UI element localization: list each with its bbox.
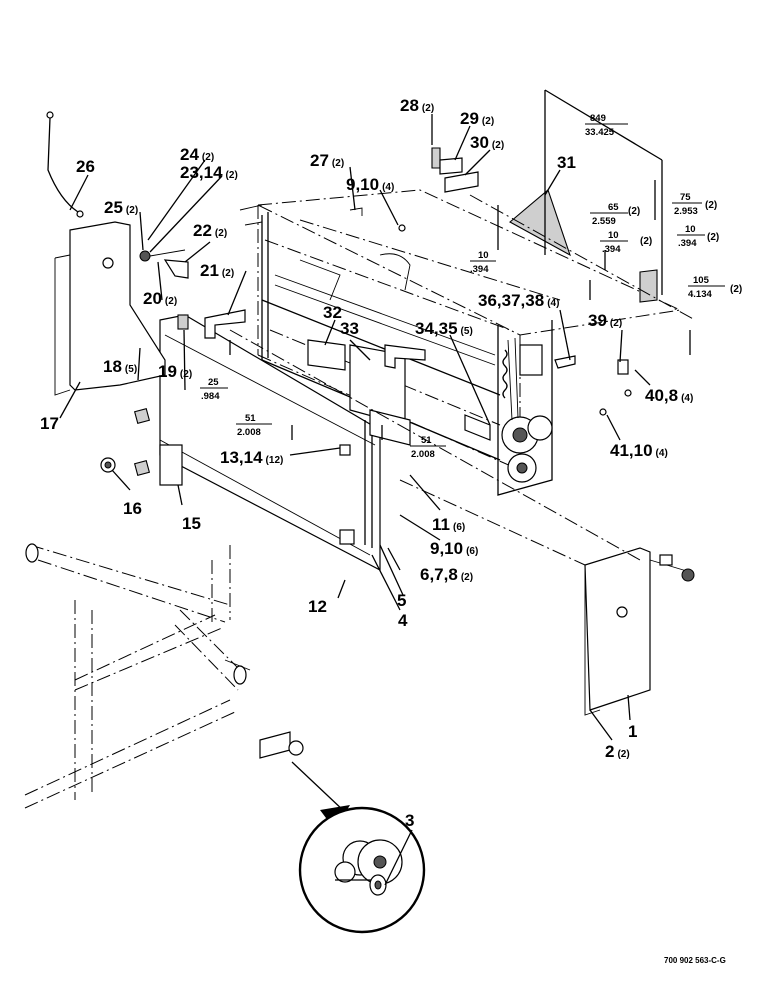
svg-text:25: 25 xyxy=(208,377,219,388)
svg-text:10: 10 xyxy=(608,230,619,241)
dim-25: 25 .984 xyxy=(200,377,228,402)
callout-32: 32 xyxy=(323,303,342,322)
dim-10-b: 10 .394 (2) xyxy=(677,224,719,249)
svg-text:2.953: 2.953 xyxy=(674,206,698,217)
svg-text:4.134: 4.134 xyxy=(688,289,712,300)
callout-40-8: 40,8(4) xyxy=(645,386,693,405)
svg-text:75: 75 xyxy=(680,192,691,203)
callout-6-7-8: 6,7,8(2) xyxy=(420,565,473,584)
callout-3: 3 xyxy=(405,811,414,830)
callout-30: 30(2) xyxy=(470,133,504,152)
callout-4: 4 xyxy=(398,611,408,630)
callout-21: 21(2) xyxy=(200,261,234,280)
detail-view xyxy=(259,731,426,934)
leader-lines xyxy=(59,114,696,886)
callout-24: 24(2) xyxy=(180,145,214,164)
callout-20: 20(2) xyxy=(143,289,177,308)
svg-text:105: 105 xyxy=(693,275,710,286)
svg-text:.394: .394 xyxy=(602,244,621,255)
svg-text:2.008: 2.008 xyxy=(237,427,261,438)
dimension-labels: 849 33.425 75 2.953 (2) 65 2.559 (2) 10 … xyxy=(200,113,742,460)
callout-9-10-bottom: 9,10(6) xyxy=(430,539,478,558)
callout-13-14: 13,14(12) xyxy=(220,448,283,467)
svg-text:10: 10 xyxy=(685,224,696,235)
right-hardware xyxy=(554,355,632,416)
callout-19: 19(2) xyxy=(158,362,192,381)
dim-75: 75 2.953 (2) xyxy=(672,192,717,217)
callout-28: 28(2) xyxy=(400,96,434,115)
callout-labels: 26 24(2) 23,14(2) 25(2) 22(2) 27(2) 9,10… xyxy=(40,96,693,830)
callout-34-35: 34,35(5) xyxy=(415,319,473,338)
lower-frame xyxy=(24,543,251,809)
callout-22: 22(2) xyxy=(193,221,227,240)
callout-27: 27(2) xyxy=(310,151,344,170)
svg-text:2.559: 2.559 xyxy=(592,216,616,227)
dim-849: 849 33.425 xyxy=(585,113,628,138)
callout-2: 2(2) xyxy=(605,742,630,761)
cable xyxy=(46,111,84,218)
dim-10-c: 10 .394 xyxy=(470,250,496,275)
svg-text:51: 51 xyxy=(245,413,256,424)
dim-105: 105 4.134 (2) xyxy=(688,275,742,300)
svg-text:33.425: 33.425 xyxy=(585,127,615,138)
right-shield xyxy=(584,547,695,716)
callout-11: 11(6) xyxy=(432,515,465,534)
decals xyxy=(349,147,658,303)
dim-10-a: 10 .394 (2) xyxy=(600,230,652,255)
callout-5: 5 xyxy=(397,591,406,610)
callout-26: 26 xyxy=(76,157,95,176)
callout-16: 16 xyxy=(123,499,142,518)
callout-17: 17 xyxy=(40,414,59,433)
svg-text:65: 65 xyxy=(608,202,619,213)
dimension-markers xyxy=(229,89,691,440)
dim-51-b: 51 2.008 xyxy=(410,435,446,460)
svg-text:.394: .394 xyxy=(678,238,697,249)
dim-65: 65 2.559 (2) xyxy=(590,202,640,227)
callout-39: 39(2) xyxy=(588,311,622,330)
callout-18: 18(5) xyxy=(103,357,137,376)
svg-text:(2): (2) xyxy=(707,232,719,243)
callout-1: 1 xyxy=(628,722,637,741)
callout-41-10: 41,10(4) xyxy=(610,441,668,460)
drawing-reference-number: 700 902 563-C-G xyxy=(664,956,726,965)
svg-text:.394: .394 xyxy=(470,264,489,275)
svg-text:2.008: 2.008 xyxy=(411,449,435,460)
callout-31: 31 xyxy=(557,153,576,172)
svg-text:(2): (2) xyxy=(705,200,717,211)
callout-36-37-38: 36,37,38(4) xyxy=(478,291,559,310)
svg-text:.984: .984 xyxy=(201,391,220,402)
dim-51-a: 51 2.008 xyxy=(236,413,272,438)
svg-text:(2): (2) xyxy=(730,284,742,295)
callout-25: 25(2) xyxy=(104,198,138,217)
svg-text:51: 51 xyxy=(421,435,432,446)
left-shield xyxy=(54,221,166,396)
svg-text:(2): (2) xyxy=(640,236,652,247)
callout-12: 12 xyxy=(308,597,327,616)
callout-29: 29(2) xyxy=(460,109,494,128)
callout-23-14: 23,14(2) xyxy=(180,163,238,182)
svg-text:849: 849 xyxy=(590,113,606,124)
drive-gear-assembly xyxy=(501,337,553,483)
left-hardware xyxy=(100,249,246,486)
front-panel xyxy=(132,314,381,571)
svg-text:10: 10 xyxy=(478,250,489,261)
svg-text:(2): (2) xyxy=(628,206,640,217)
callout-15: 15 xyxy=(182,514,201,533)
callout-9-10-top: 9,10(4) xyxy=(346,175,394,194)
callout-33: 33 xyxy=(340,319,359,338)
